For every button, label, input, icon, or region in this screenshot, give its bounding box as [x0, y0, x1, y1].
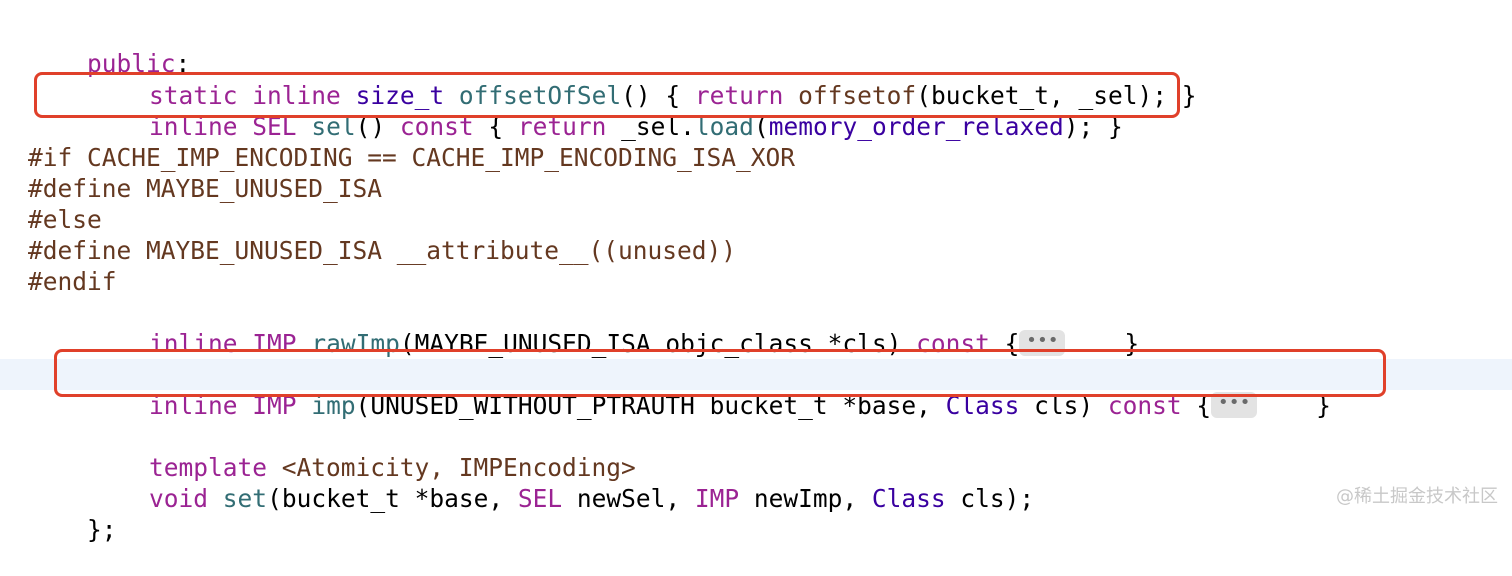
code-line-public[interactable]: public:: [28, 17, 190, 78]
kw-static: static: [149, 81, 238, 110]
code-line-else[interactable]: #else: [28, 204, 102, 235]
preprocessor-endif: #endif: [28, 267, 117, 296]
param-newimp: newImp,: [739, 484, 872, 513]
type-class: Class: [871, 484, 946, 513]
code-editor[interactable]: public: static inline size_t offsetOfSel…: [0, 0, 1512, 544]
code-line-offsetofsel[interactable]: static inline size_t offsetOfSel() { ret…: [90, 49, 1196, 110]
code-line-define-2[interactable]: #define MAYBE_UNUSED_ISA __attribute__((…: [28, 235, 736, 266]
preprocessor-else: #else: [28, 205, 102, 234]
func-rawimp: rawImp: [311, 329, 400, 358]
type-imp: IMP: [252, 329, 297, 358]
params: (bucket_t *base,: [267, 484, 518, 513]
kw-inline: inline: [149, 329, 238, 358]
param-newsel: newSel,: [562, 484, 695, 513]
kw-void: void: [149, 484, 209, 513]
code-line-template[interactable]: template <Atomicity, IMPEncoding>: [90, 421, 636, 482]
kw-template: template: [149, 453, 268, 482]
type-size-t: size_t: [355, 81, 445, 110]
punct: () {: [621, 81, 695, 110]
code-line-set[interactable]: void set(bucket_t *base, SEL newSel, IMP…: [90, 452, 1034, 513]
macro-offsetof: offsetof: [798, 81, 917, 110]
punct: }: [1257, 391, 1331, 420]
func-set: set: [222, 484, 268, 513]
watermark: @稀土掘金技术社区: [1336, 486, 1498, 507]
punct: (: [753, 112, 769, 141]
func-offsetofsel: offsetOfSel: [458, 81, 622, 110]
punct: {: [473, 112, 518, 141]
punct: {: [1181, 391, 1212, 420]
type-imp: IMP: [694, 484, 740, 513]
closing-brace: };: [87, 515, 117, 544]
kw-return: return: [694, 81, 784, 110]
code-line-define-1[interactable]: #define MAYBE_UNUSED_ISA: [28, 173, 382, 204]
highlight-box-sel: [34, 72, 1180, 118]
code-line-if[interactable]: #if CACHE_IMP_ENCODING == CACHE_IMP_ENCO…: [28, 142, 795, 173]
current-line-highlight: [0, 359, 1512, 390]
preprocessor-define-unused: #define MAYBE_UNUSED_ISA __attribute__((…: [28, 236, 737, 265]
code-line-rawimp[interactable]: inline IMP rawImp(MAYBE_UNUSED_ISA objc_…: [90, 297, 1139, 358]
colon: :: [175, 49, 191, 78]
template-params: <Atomicity, IMPEncoding>: [267, 453, 636, 482]
param-cls: cls);: [945, 484, 1035, 513]
preprocessor-if: #if CACHE_IMP_ENCODING == CACHE_IMP_ENCO…: [28, 143, 796, 172]
kw-inline: inline: [252, 81, 341, 110]
params: (MAYBE_UNUSED_ISA objc_class *cls): [399, 329, 917, 358]
highlight-box-imp: [54, 349, 1386, 397]
space: [208, 484, 223, 513]
punct: ); }: [1063, 112, 1123, 141]
code-line-close[interactable]: };: [28, 483, 117, 544]
args: (bucket_t, _sel); }: [916, 81, 1197, 110]
kw-const: const: [916, 329, 990, 358]
preprocessor-define: #define MAYBE_UNUSED_ISA: [28, 174, 383, 203]
type-sel: SEL: [517, 484, 563, 513]
code-line-endif[interactable]: #endif: [28, 266, 117, 297]
